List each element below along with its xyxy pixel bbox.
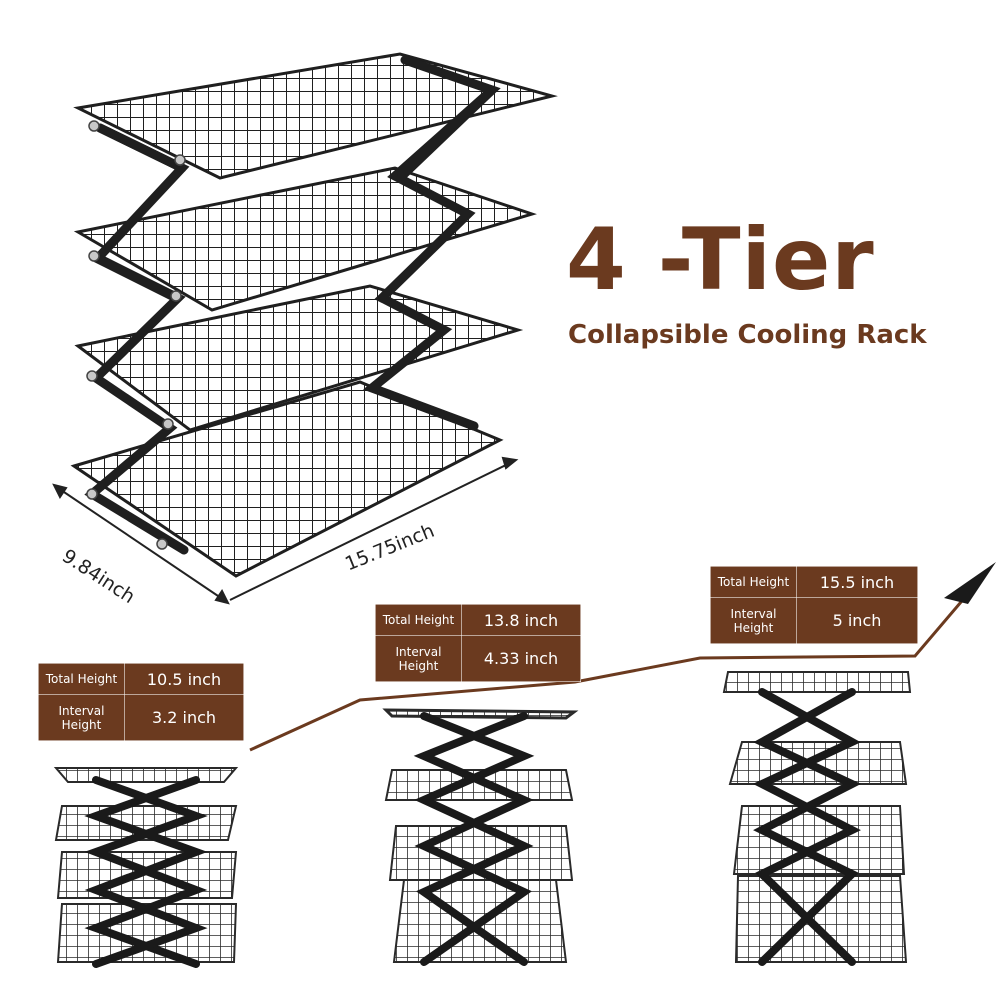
- main-rack-joints: [86, 120, 186, 550]
- rack-shelf: [722, 671, 912, 693]
- rack-shelf: [53, 767, 239, 783]
- spec-table-config-2: Total Height 13.8 inch Interval Height 4…: [375, 603, 581, 682]
- interval-height-value: 5 inch: [796, 597, 918, 644]
- headline-title: 4 -Tier: [566, 210, 875, 310]
- rack-config-3-image: [722, 671, 912, 966]
- main-rack-shelf: [70, 380, 504, 578]
- headline-subtitle: Collapsible Cooling Rack: [568, 320, 927, 350]
- rack-shelf: [734, 875, 908, 963]
- total-height-label: Total Height: [38, 662, 125, 696]
- spec-table-config-3: Total Height 15.5 inch Interval Height 5…: [710, 565, 918, 644]
- dimension-arrows: [52, 456, 519, 605]
- interval-height-value: 3.2 inch: [124, 694, 244, 741]
- rack-config-1-image: [53, 767, 239, 968]
- interval-height-label: Interval Height: [375, 635, 462, 682]
- total-height-value: 13.8 inch: [461, 603, 581, 637]
- height-growth-arrow: [249, 562, 996, 752]
- rack-shelf: [382, 708, 579, 720]
- total-height-label: Total Height: [710, 565, 797, 599]
- rack-shelf: [728, 741, 908, 785]
- main-rack-shelf: [74, 284, 524, 432]
- rack-config-2-image: [382, 708, 579, 966]
- main-rack-shelf: [73, 52, 558, 180]
- main-rack-shelf: [73, 166, 537, 312]
- total-height-label: Total Height: [375, 603, 462, 637]
- spec-table-config-1: Total Height 10.5 inch Interval Height 3…: [38, 662, 244, 741]
- total-height-value: 15.5 inch: [796, 565, 918, 599]
- main-rack-scissor-legs: [84, 55, 501, 555]
- interval-height-value: 4.33 inch: [461, 635, 581, 682]
- total-height-value: 10.5 inch: [124, 662, 244, 696]
- interval-height-label: Interval Height: [710, 597, 797, 644]
- rack-shelf: [56, 903, 238, 963]
- main-rack-shelves: [70, 52, 558, 578]
- main-rack-image: [70, 52, 558, 578]
- interval-height-label: Interval Height: [38, 694, 125, 741]
